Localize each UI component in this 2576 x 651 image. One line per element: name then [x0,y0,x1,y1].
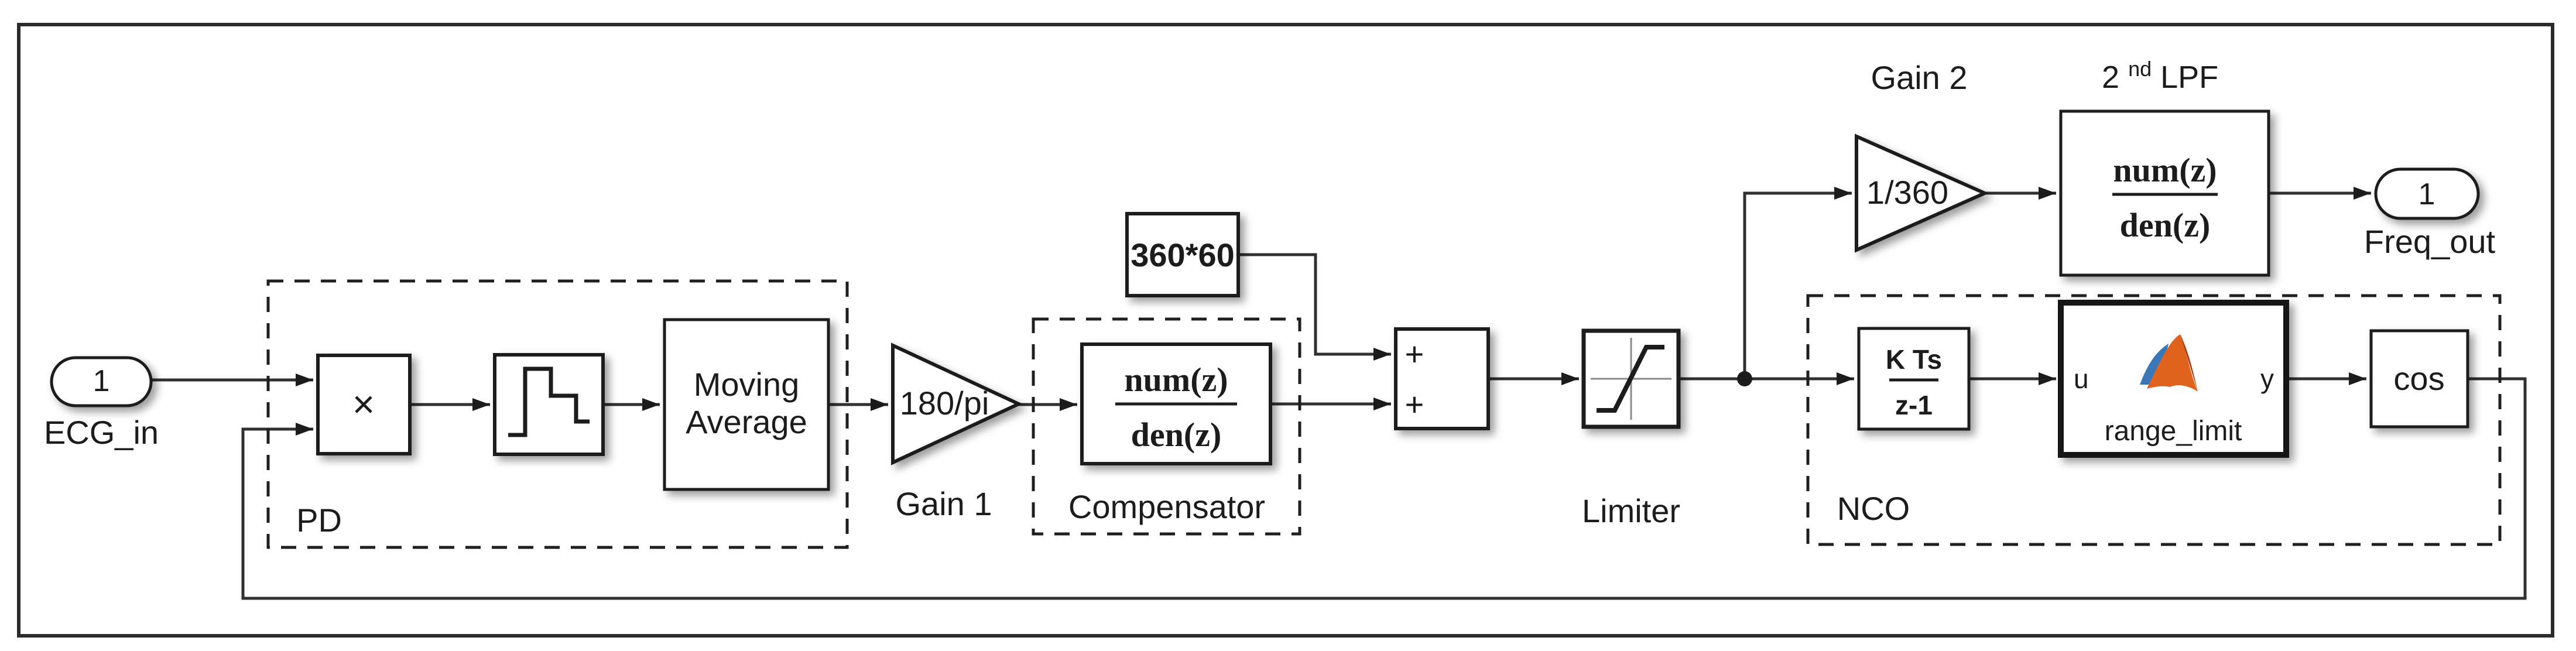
lpf-label-superscript: nd [2128,57,2152,81]
matlab-logo-shade [2180,334,2198,392]
cos-label: cos [2393,360,2444,397]
compensator-denominator: den(z) [1131,416,1222,454]
nco-group-box[interactable] [1806,294,2502,546]
gain2-triangle[interactable] [1855,133,1989,253]
outport-label: Freq_out [2364,223,2496,260]
inport-label: ECG_in [44,414,159,451]
integrator-block[interactable]: K Ts z-1 [1857,327,1971,431]
gain1-label: Gain 1 [896,485,992,522]
gain2-block[interactable]: 1/360 Gain 2 [1855,59,1989,253]
constant-block[interactable]: 360*60 [1125,212,1240,297]
pd-group-label: PD [296,502,342,539]
limiter-saturation-icon [1597,345,1664,413]
input-port-ecg-in[interactable]: 1 ECG_in [44,356,159,451]
wire-cos-feedback-to-product[interactable] [241,377,2527,600]
lpf-denominator: den(z) [2120,206,2211,244]
moving-average-line2: Average [686,403,807,440]
range-limit-block[interactable]: u y range_limit [2058,300,2289,458]
lpf-numerator: num(z) [2113,151,2217,189]
limiter-label: Limiter [1582,492,1680,529]
wire-constant-to-sum[interactable] [1238,253,1391,361]
gain2-label: Gain 2 [1871,59,1968,96]
cos-shape[interactable] [2369,329,2469,429]
integrator-denominator: z-1 [1895,390,1933,420]
matlab-logo-orange-peak [2147,334,2198,392]
constant-shape[interactable] [1125,212,1240,297]
gain1-triangle[interactable] [891,342,1023,465]
sum-block[interactable]: + + [1394,327,1490,430]
gain2-value: 1/360 [1866,174,1948,211]
matlab-logo-blue-wing [2140,344,2169,385]
outport-number: 1 [2419,177,2435,211]
range-limit-port-out: y [2260,364,2274,394]
gain1-value: 180/pi [900,385,989,422]
pulse-block[interactable] [493,353,605,456]
matlab-logo-icon [2140,334,2198,392]
compensator-group-label: Compensator [1068,488,1265,525]
limiter-block[interactable]: Limiter [1581,328,1681,529]
product-shape[interactable] [316,354,412,455]
lpf-label-base: 2 [2102,60,2119,95]
inport-number: 1 [93,364,110,398]
lpf-label: 2 nd LPF [2102,48,2218,95]
moving-average-line1: Moving [694,366,800,403]
product-block[interactable]: × [316,354,412,455]
outport-shape[interactable] [2374,167,2480,220]
nco-group-label: NCO [1837,490,1910,527]
cos-block[interactable]: cos [2369,329,2469,429]
lpf-label-rest: LPF [2160,60,2218,95]
sum-sign-top: + [1405,335,1424,372]
constant-value: 360*60 [1131,237,1235,273]
lpf-block[interactable]: 2 nd LPF num(z) den(z) [2059,48,2270,277]
product-symbol: × [352,382,375,426]
moving-average-block[interactable]: Moving Average [663,318,830,491]
range-limit-port-in: u [2074,364,2089,394]
gain1-block[interactable]: 180/pi Gain 1 [891,342,1023,522]
pd-group-box[interactable] [266,279,849,549]
integrator-numerator: K Ts [1886,344,1942,375]
output-port-freq-out[interactable]: 1 Freq_out [2364,167,2496,260]
pulse-waveform-icon [508,366,590,437]
wire-branch-to-gain2[interactable] [1743,187,1852,379]
branch-junction-dot [1737,371,1752,386]
compensator-group-box[interactable] [1032,317,1301,536]
sum-shape[interactable] [1394,327,1490,430]
range-limit-label: range_limit [2105,416,2242,447]
inport-shape[interactable] [50,356,153,407]
moving-average-shape[interactable] [663,318,830,491]
compensator-tf-block[interactable]: num(z) den(z) [1080,342,1272,465]
compensator-numerator: num(z) [1124,361,1228,399]
sum-sign-bottom: + [1405,386,1424,423]
